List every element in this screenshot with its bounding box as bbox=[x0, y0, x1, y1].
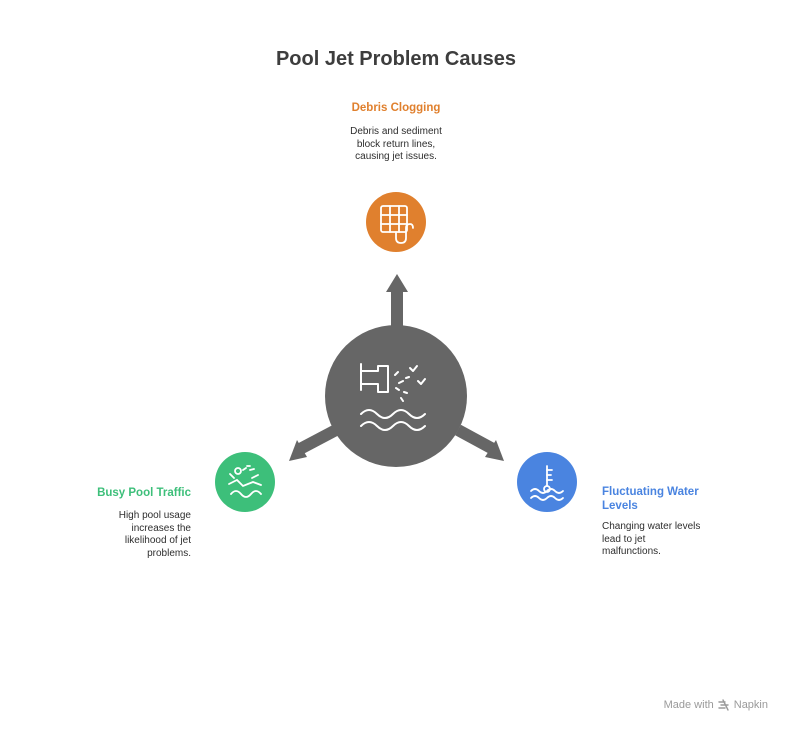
busy-pool-traffic-label: Busy Pool Traffic bbox=[97, 487, 191, 499]
page-title: Pool Jet Problem Causes bbox=[275, 48, 517, 70]
footer-watermark: Made with Napkin bbox=[664, 699, 768, 711]
napkin-logo-icon bbox=[718, 699, 729, 711]
busy-pool-traffic-description: High pool usage increases the likelihood… bbox=[118, 510, 191, 559]
busy-pool-traffic-node bbox=[215, 452, 275, 512]
filter-grid-icon bbox=[380, 205, 414, 244]
debris-clogging-description: Debris and sediment block return lines, … bbox=[350, 126, 442, 162]
arrow-left bbox=[289, 424, 339, 461]
water-level-icon bbox=[530, 465, 564, 501]
center-node bbox=[325, 325, 467, 467]
fluctuating-water-levels-description: Changing water levels lead to jet malfun… bbox=[602, 521, 701, 557]
arrow-right bbox=[455, 424, 504, 461]
pool-jet-icon bbox=[360, 363, 426, 431]
footer-brand: Napkin bbox=[733, 699, 768, 711]
debris-clogging-label: Debris Clogging bbox=[351, 102, 441, 114]
debris-clogging-node bbox=[366, 192, 426, 252]
footer-text: Made with bbox=[663, 699, 714, 711]
swimmer-icon bbox=[228, 465, 262, 498]
arrow-up bbox=[386, 274, 408, 332]
fluctuating-water-levels-label: Fluctuating Water Levels bbox=[602, 486, 699, 512]
